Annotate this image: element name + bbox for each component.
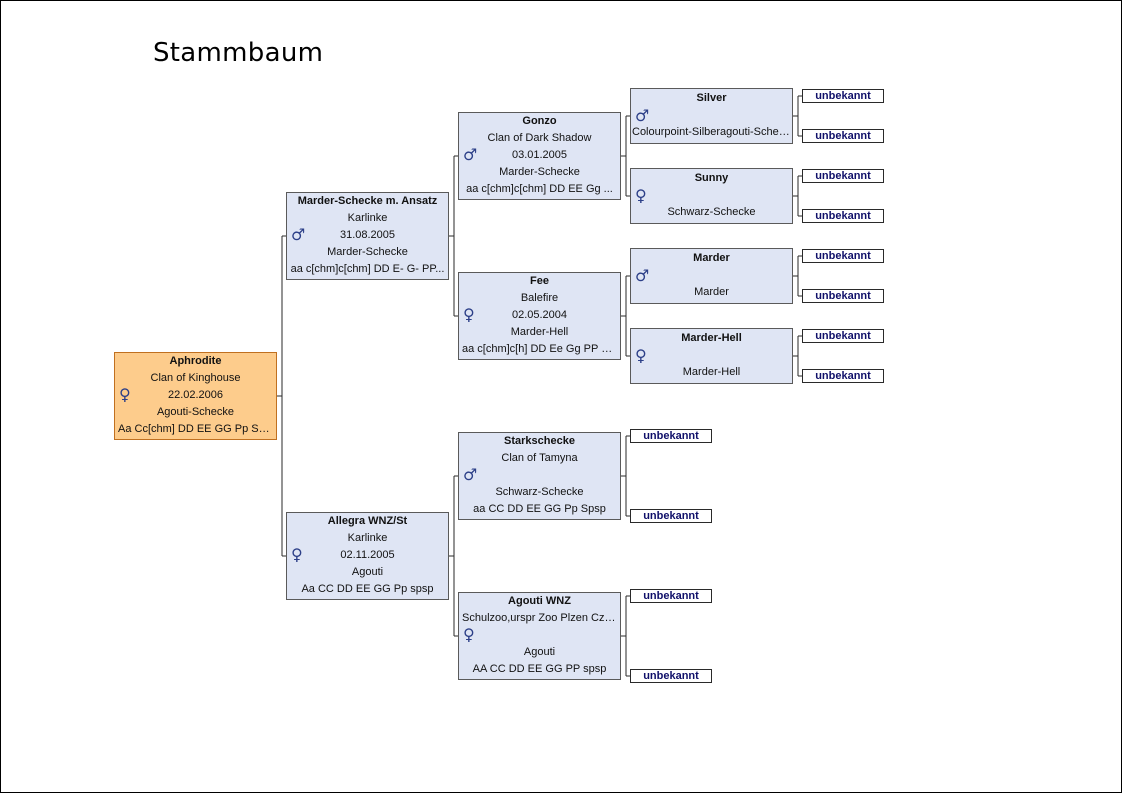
animal-card-starkschecke[interactable]: Starkschecke Clan of Tamyna Schwarz-Sche… — [458, 432, 621, 520]
animal-color: Marder-Schecke — [327, 246, 408, 258]
animal-card-aphrodite[interactable]: Aphrodite Clan of Kinghouse 22.02.2006 A… — [114, 352, 277, 440]
unknown-ancestor[interactable]: unbekannt — [802, 289, 884, 303]
animal-genotype: AA CC DD EE GG PP spsp — [472, 663, 607, 675]
animal-color: Schwarz-Schecke — [667, 206, 756, 218]
animal-color: Agouti — [351, 566, 384, 578]
animal-card-agouti-wnz[interactable]: Agouti WNZ Schulzoo,urspr Zoo Plzen Czec… — [458, 592, 621, 680]
unknown-ancestor[interactable]: unbekannt — [802, 369, 884, 383]
animal-color: Colourpoint-Silberagouti-Schecke — [632, 126, 792, 138]
unknown-ancestor[interactable]: unbekannt — [802, 129, 884, 143]
animal-color: Agouti-Schecke — [156, 406, 235, 418]
animal-name: Agouti WNZ — [508, 595, 571, 607]
animal-card-mother[interactable]: Allegra WNZ/St Karlinke 02.11.2005 Agout… — [286, 512, 449, 600]
animal-breeder: Karlinke — [347, 212, 388, 224]
female-icon: ♀ — [291, 545, 303, 564]
animal-breeder: Clan of Dark Shadow — [487, 132, 592, 144]
animal-name: Marder — [693, 252, 730, 264]
animal-breeder: Clan of Kinghouse — [150, 372, 241, 384]
animal-genotype: Aa CC DD EE GG Pp spsp — [301, 583, 434, 595]
animal-genotype: aa c[chm]c[chm] DD E- G- PP... — [290, 263, 445, 275]
animal-birthdate — [459, 467, 620, 484]
animal-name: Sunny — [694, 172, 729, 184]
spacer — [631, 187, 792, 204]
unknown-ancestor[interactable]: unbekannt — [802, 89, 884, 103]
animal-color: Schwarz-Schecke — [495, 486, 584, 498]
unknown-ancestor[interactable]: unbekannt — [802, 249, 884, 263]
unknown-ancestor[interactable]: unbekannt — [802, 169, 884, 183]
animal-name: Allegra WNZ/St — [327, 515, 408, 527]
animal-breeder: Karlinke — [347, 532, 388, 544]
animal-birthdate: 02.05.2004 — [511, 309, 568, 321]
animal-card-father[interactable]: Marder-Schecke m. Ansatz Karlinke 31.08.… — [286, 192, 449, 280]
animal-card-marder[interactable]: Marder Marder ♂ — [630, 248, 793, 304]
animal-birthdate: 03.01.2005 — [511, 149, 568, 161]
animal-card-marder-hell[interactable]: Marder-Hell Marder-Hell ♀ — [630, 328, 793, 384]
animal-name: Aphrodite — [169, 355, 222, 367]
animal-birthdate: 22.02.2006 — [167, 389, 224, 401]
female-icon: ♀ — [119, 385, 131, 404]
female-icon: ♀ — [635, 186, 647, 205]
animal-genotype: aa c[chm]c[chm] DD EE Gg ... — [466, 183, 613, 195]
animal-birthdate — [459, 627, 620, 644]
animal-color: Marder — [694, 286, 729, 298]
male-icon: ♂ — [291, 225, 306, 244]
animal-name: Silver — [696, 92, 727, 104]
animal-card-fee[interactable]: Fee Balefire 02.05.2004 Marder-Hell aa c… — [458, 272, 621, 360]
female-icon: ♀ — [635, 346, 647, 365]
male-icon: ♂ — [463, 465, 478, 484]
animal-color: Marder-Hell — [682, 366, 741, 378]
animal-color: Marder-Schecke — [499, 166, 580, 178]
unknown-ancestor[interactable]: unbekannt — [802, 329, 884, 343]
animal-genotype: aa c[chm]c[h] DD Ee Gg PP spsp — [462, 343, 620, 355]
animal-color: Marder-Hell — [510, 326, 569, 338]
unknown-ancestor[interactable]: unbekannt — [802, 209, 884, 223]
unknown-ancestor[interactable]: unbekannt — [630, 429, 712, 443]
spacer — [631, 347, 792, 364]
animal-breeder: Balefire — [520, 292, 559, 304]
male-icon: ♂ — [635, 106, 650, 125]
female-icon: ♀ — [463, 305, 475, 324]
spacer — [631, 267, 792, 284]
unknown-ancestor[interactable]: unbekannt — [630, 509, 712, 523]
animal-birthdate: 02.11.2005 — [340, 549, 395, 561]
animal-breeder: Clan of Tamyna — [501, 452, 578, 464]
spacer — [631, 107, 792, 124]
animal-name: Gonzo — [522, 115, 557, 127]
animal-card-silver[interactable]: Silver Colourpoint-Silberagouti-Schecke … — [630, 88, 793, 144]
animal-genotype: aa CC DD EE GG Pp Spsp — [473, 503, 606, 515]
unknown-ancestor[interactable]: unbekannt — [630, 589, 712, 603]
animal-genotype: Aa Cc[chm] DD EE GG Pp Spsp — [118, 423, 276, 435]
animal-name: Starkschecke — [504, 435, 575, 447]
animal-card-gonzo[interactable]: Gonzo Clan of Dark Shadow 03.01.2005 Mar… — [458, 112, 621, 200]
page-title: Stammbaum — [153, 38, 324, 68]
male-icon: ♂ — [463, 145, 478, 164]
male-icon: ♂ — [635, 266, 650, 285]
animal-name: Marder-Hell — [681, 332, 742, 344]
unknown-ancestor[interactable]: unbekannt — [630, 669, 712, 683]
animal-color: Agouti — [523, 646, 556, 658]
animal-name: Marder-Schecke m. Ansatz — [297, 195, 438, 207]
female-icon: ♀ — [463, 625, 475, 644]
animal-breeder: Schulzoo,urspr Zoo Plzen Czech — [462, 612, 620, 624]
animal-card-sunny[interactable]: Sunny Schwarz-Schecke ♀ — [630, 168, 793, 224]
animal-birthdate: 31.08.2005 — [339, 229, 396, 241]
animal-name: Fee — [530, 275, 549, 287]
